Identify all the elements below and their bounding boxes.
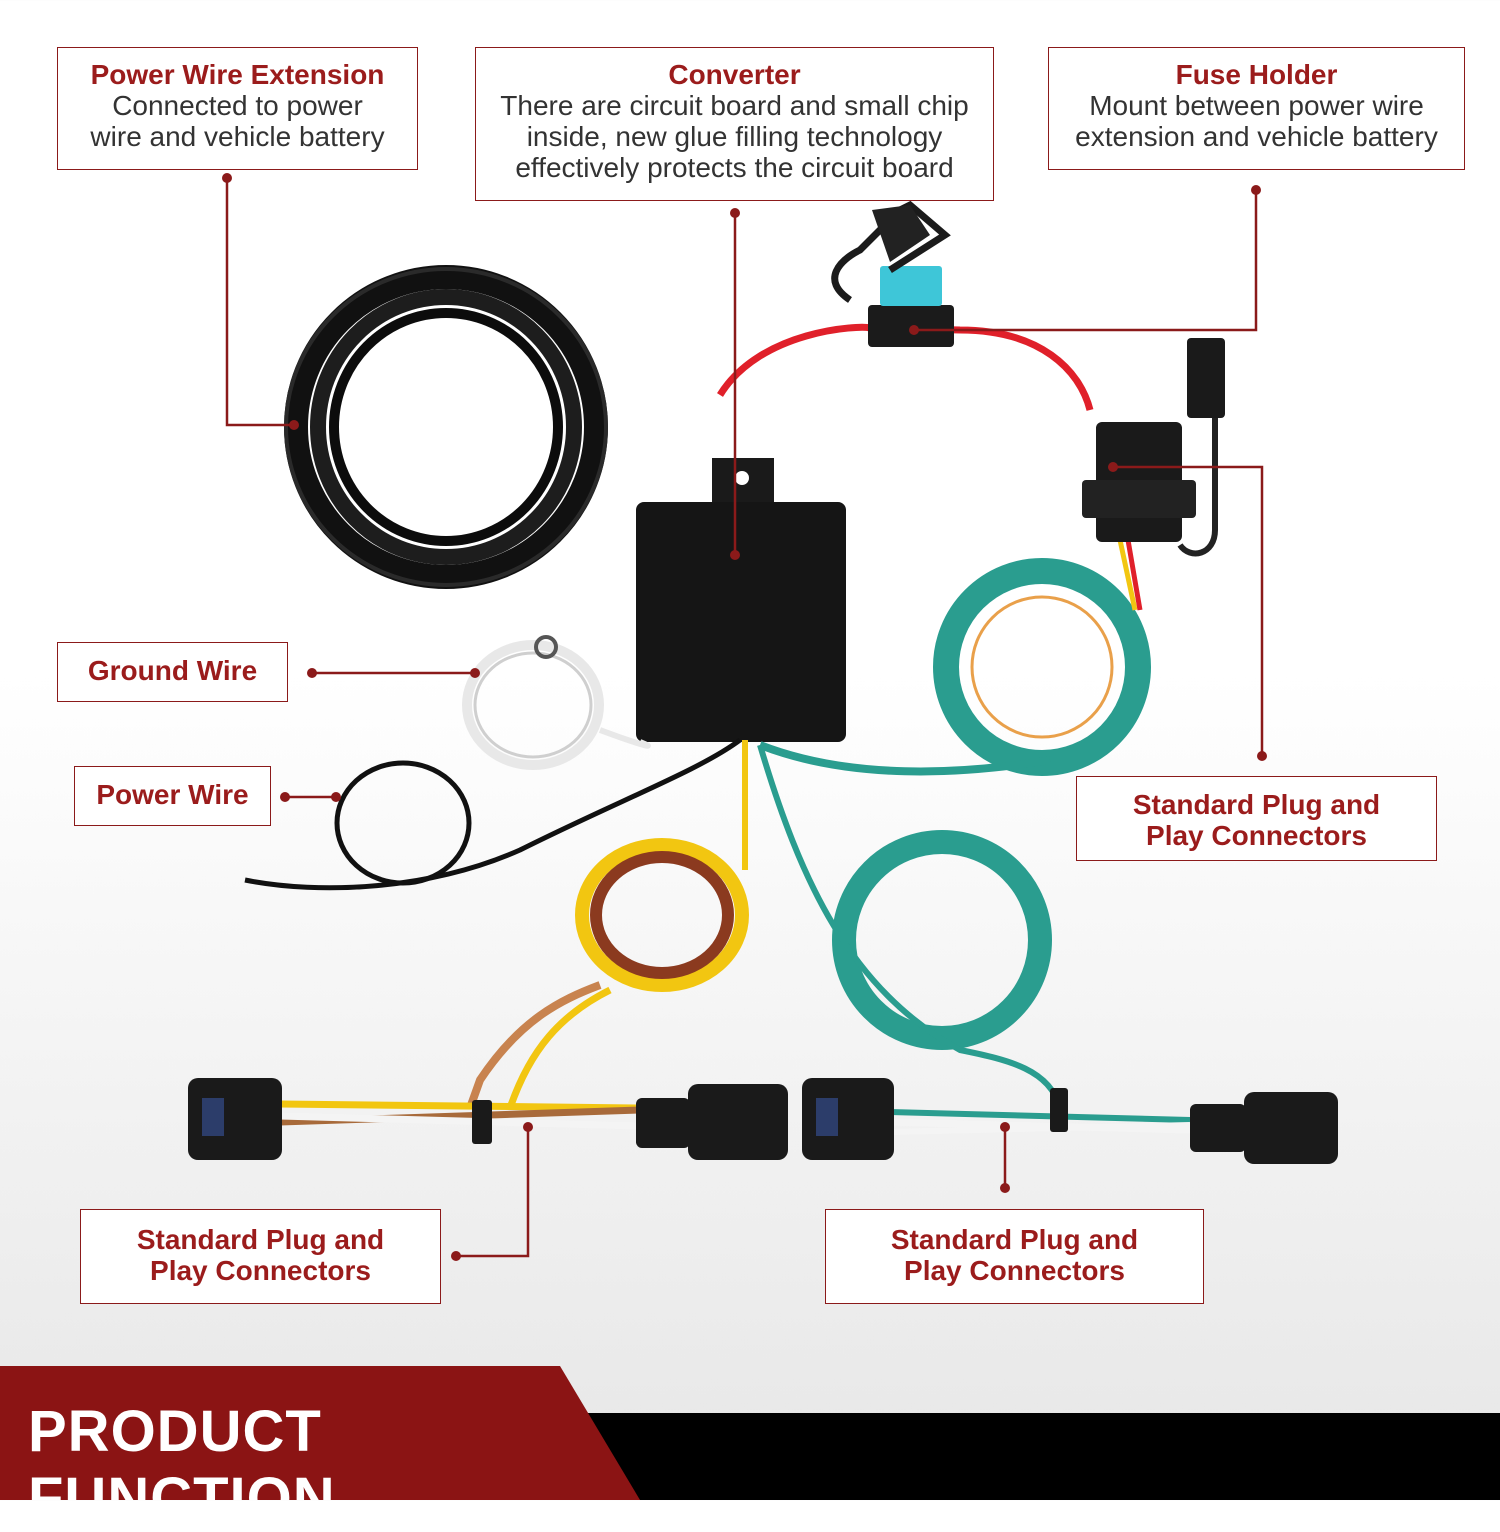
callout-power-wire: Power Wire xyxy=(74,766,271,826)
connector-bottom-4 xyxy=(1190,1092,1338,1164)
callout-desc-line: inside, new glue filling technology xyxy=(526,121,943,152)
callout-plug-left: Standard Plug and Play Connectors xyxy=(80,1209,441,1304)
callout-desc-line: There are circuit board and small chip xyxy=(500,90,969,121)
callout-plug-right: Standard Plug and Play Connectors xyxy=(1076,776,1437,861)
callout-desc-line: Connected to power xyxy=(112,90,363,121)
connector-bottom-3 xyxy=(802,1078,894,1160)
callout-desc-line: effectively protects the circuit board xyxy=(515,152,954,183)
callout-title-line: Play Connectors xyxy=(150,1255,371,1286)
callout-title-line: Standard Plug and xyxy=(890,1224,1139,1255)
callout-title: Fuse Holder xyxy=(1175,59,1338,90)
connector-top-right xyxy=(1082,338,1225,557)
power-wire-extension-coil xyxy=(284,265,608,589)
leader-lines xyxy=(225,178,1264,1258)
power-wire-loop xyxy=(244,737,742,891)
yellow-brown-wire-coil xyxy=(466,740,749,1110)
footer-label: PRODUCT FUNCTION xyxy=(28,1399,336,1531)
green-wire-coil-right xyxy=(758,539,1151,776)
callout-desc-line: Mount between power wire xyxy=(1089,90,1424,121)
callout-title: Power Wire Extension xyxy=(90,59,385,90)
callout-title: Power Wire xyxy=(96,779,249,810)
green-wire-coil-middle xyxy=(757,744,1063,1109)
callout-desc-line: extension and vehicle battery xyxy=(1075,121,1438,152)
ground-wire-coil xyxy=(462,635,651,770)
callout-title-line: Standard Plug and xyxy=(136,1224,385,1255)
callout-power-wire-extension: Power Wire Extension Connected to power … xyxy=(57,47,418,170)
callout-title: Ground Wire xyxy=(87,655,258,686)
callout-desc-line: wire and vehicle battery xyxy=(90,121,385,152)
callout-fuse-holder: Fuse Holder Mount between power wire ext… xyxy=(1048,47,1465,170)
callout-title: Converter xyxy=(668,59,801,90)
leader-dots xyxy=(222,173,1267,1261)
callout-plug-middle: Standard Plug and Play Connectors xyxy=(825,1209,1204,1304)
callout-title-line: Standard Plug and xyxy=(1132,789,1381,820)
wiring-kit-illustration xyxy=(188,173,1338,1261)
connector-bottom-1 xyxy=(188,1078,282,1160)
callout-title-line: Play Connectors xyxy=(904,1255,1125,1286)
connector-bottom-2 xyxy=(636,1084,788,1160)
callout-converter: Converter There are circuit board and sm… xyxy=(475,47,994,201)
converter-box xyxy=(636,458,846,742)
callout-ground-wire: Ground Wire xyxy=(57,642,288,702)
footer-banner: PRODUCT FUNCTION xyxy=(0,1366,640,1500)
callout-title-line: Play Connectors xyxy=(1146,820,1367,851)
bottom-wire-harness xyxy=(279,1088,1191,1144)
